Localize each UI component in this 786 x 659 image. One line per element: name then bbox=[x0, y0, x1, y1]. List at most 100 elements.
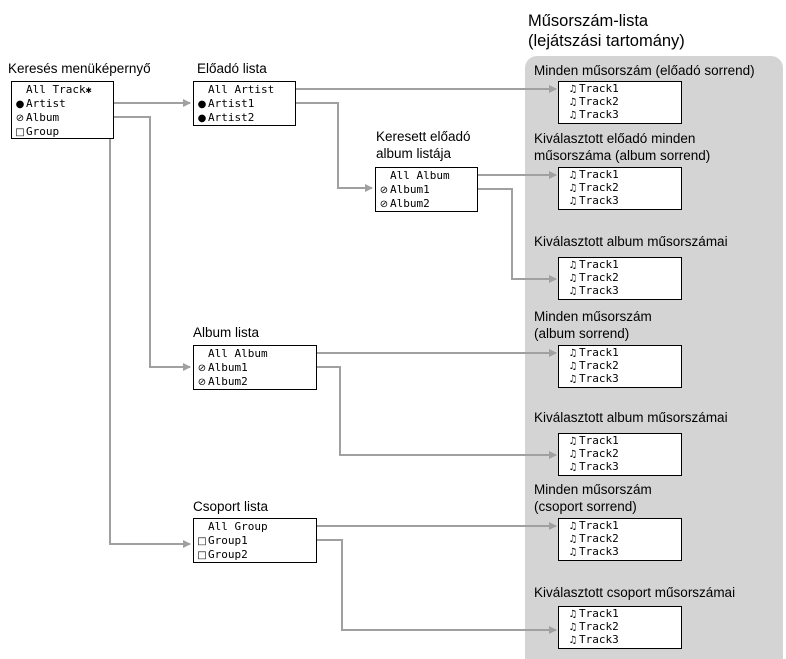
track-item[interactable]: ♫Track2 bbox=[568, 271, 619, 284]
list-item-album2[interactable]: ⊘Album2 bbox=[197, 375, 248, 388]
list-item-all-album[interactable]: All Album bbox=[390, 169, 450, 182]
list-item-album2[interactable]: ⊘Album2 bbox=[379, 197, 430, 210]
music-note-icon: ♫ bbox=[568, 273, 578, 284]
track-box: ♫Track1 ♫Track2 ♫Track3 bbox=[558, 606, 682, 649]
music-note-icon: ♫ bbox=[568, 547, 578, 558]
list-item-group2[interactable]: □Group2 bbox=[197, 548, 248, 561]
track-box: ♫Track1 ♫Track2 ♫Track3 bbox=[558, 81, 682, 124]
disc-icon: ⊘ bbox=[379, 185, 389, 196]
connector-artist1 bbox=[276, 102, 373, 192]
track-item[interactable]: ♫Track3 bbox=[568, 284, 619, 297]
menu-item-artist[interactable]: ●Artist bbox=[15, 97, 66, 110]
track-box: ♫Track1 ♫Track2 ♫Track3 bbox=[558, 345, 682, 388]
asterisk-mark: ✱ bbox=[85, 85, 92, 96]
list-item-artist1[interactable]: ●Artist1 bbox=[197, 97, 255, 110]
track-item[interactable]: ♫Track3 bbox=[568, 545, 619, 558]
track-item[interactable]: ♫Track1 bbox=[568, 346, 619, 359]
album-list-label: Album lista bbox=[193, 325, 260, 340]
track-box: ♫Track1 ♫Track2 ♫Track3 bbox=[558, 167, 682, 210]
menu-item-album[interactable]: ⊘Album bbox=[15, 111, 60, 124]
folder-icon: □ bbox=[15, 127, 25, 138]
music-note-icon: ♫ bbox=[568, 84, 578, 95]
list-item-group1[interactable]: □Group1 bbox=[197, 534, 248, 547]
artist-list: All Artist ●Artist1 ●Artist2 bbox=[193, 81, 296, 126]
list-item-album1[interactable]: ⊘Album1 bbox=[197, 361, 248, 374]
track-box-label: Minden műsorszám bbox=[534, 482, 652, 497]
music-note-icon: ♫ bbox=[568, 609, 578, 620]
music-note-icon: ♫ bbox=[568, 260, 578, 271]
track-item[interactable]: ♫Track3 bbox=[568, 194, 619, 207]
track-item[interactable]: ♫Track2 bbox=[568, 447, 619, 460]
music-note-icon: ♫ bbox=[568, 183, 578, 194]
track-item[interactable]: ♫Track2 bbox=[568, 95, 619, 108]
music-note-icon: ♫ bbox=[568, 534, 578, 545]
music-note-icon: ♫ bbox=[568, 361, 578, 372]
list-item-artist2[interactable]: ●Artist2 bbox=[197, 111, 255, 124]
music-note-icon: ♫ bbox=[568, 286, 578, 297]
track-item[interactable]: ♫Track1 bbox=[568, 607, 619, 620]
track-box-label: Minden műsorszám (előadó sorrend) bbox=[534, 63, 755, 78]
list-item-all-group[interactable]: All Group bbox=[208, 520, 268, 533]
music-note-icon: ♫ bbox=[568, 170, 578, 181]
menu-item-all-track[interactable]: All Track✱ bbox=[26, 83, 92, 96]
music-note-icon: ♫ bbox=[568, 196, 578, 207]
artist-album-list: All Album ⊘Album1 ⊘Album2 bbox=[375, 167, 478, 212]
folder-icon: □ bbox=[197, 536, 207, 547]
track-item[interactable]: ♫Track2 bbox=[568, 181, 619, 194]
track-box-label: Kiválasztott album műsorszámai bbox=[534, 410, 728, 425]
menu-item-group[interactable]: □Group bbox=[15, 125, 60, 138]
track-box: ♫Track1 ♫Track2 ♫Track3 bbox=[558, 257, 682, 300]
music-note-icon: ♫ bbox=[568, 521, 578, 532]
connector-artist-album1 bbox=[448, 188, 557, 283]
music-note-icon: ♫ bbox=[568, 622, 578, 633]
disc-icon: ⊘ bbox=[197, 363, 207, 374]
track-box: ♫Track1 ♫Track2 ♫Track3 bbox=[558, 433, 682, 476]
track-item[interactable]: ♫Track2 bbox=[568, 620, 619, 633]
artist-album-list-label: Keresett előadó bbox=[376, 129, 471, 144]
panel-subtitle: (lejátszási tartomány) bbox=[528, 32, 685, 50]
music-note-icon: ♫ bbox=[568, 348, 578, 359]
artist-album-list-label-2: album listája bbox=[376, 146, 452, 161]
folder-icon: □ bbox=[197, 550, 207, 561]
artist-list-label: Előadó lista bbox=[197, 61, 267, 76]
music-note-icon: ♫ bbox=[568, 374, 578, 385]
track-box-label-2: műsorszáma (album sorrend) bbox=[534, 148, 711, 163]
connector-album bbox=[92, 116, 191, 371]
track-item[interactable]: ♫Track3 bbox=[568, 108, 619, 121]
track-box-label: Kiválasztott csoport műsorszámai bbox=[534, 585, 736, 600]
track-item[interactable]: ♫Track3 bbox=[568, 633, 619, 646]
track-item[interactable]: ♫Track1 bbox=[568, 82, 619, 95]
track-item[interactable]: ♫Track2 bbox=[568, 359, 619, 372]
track-item[interactable]: ♫Track1 bbox=[568, 434, 619, 447]
person-icon: ● bbox=[197, 99, 207, 110]
music-note-icon: ♫ bbox=[568, 436, 578, 447]
list-item-all-album[interactable]: All Album bbox=[208, 347, 268, 360]
disc-icon: ⊘ bbox=[15, 113, 25, 124]
person-icon: ● bbox=[15, 99, 25, 110]
track-item[interactable]: ♫Track3 bbox=[568, 372, 619, 385]
track-item[interactable]: ♫Track1 bbox=[568, 258, 619, 271]
disc-icon: ⊘ bbox=[379, 199, 389, 210]
track-item[interactable]: ♫Track1 bbox=[568, 519, 619, 532]
group-list: All Group □Group1 □Group2 bbox=[193, 518, 317, 563]
track-item[interactable]: ♫Track3 bbox=[568, 460, 619, 473]
search-menu: All Track✱ ●Artist ⊘Album □Group bbox=[11, 81, 114, 139]
music-note-icon: ♫ bbox=[568, 97, 578, 108]
track-box-label-2: (album sorrend) bbox=[534, 326, 630, 341]
list-item-album1[interactable]: ⊘Album1 bbox=[379, 183, 430, 196]
album-list: All Album ⊘Album1 ⊘Album2 bbox=[193, 345, 317, 390]
panel-title: Műsorszám-lista bbox=[528, 12, 649, 30]
music-note-icon: ♫ bbox=[568, 462, 578, 473]
person-icon: ● bbox=[197, 113, 207, 124]
track-box-label: Kiválasztott album műsorszámai bbox=[534, 234, 728, 249]
track-item[interactable]: ♫Track1 bbox=[568, 168, 619, 181]
track-box-label-2: (csoport sorrend) bbox=[534, 499, 637, 514]
track-box: ♫Track1 ♫Track2 ♫Track3 bbox=[558, 518, 682, 561]
list-item-all-artist[interactable]: All Artist bbox=[208, 83, 275, 96]
search-menu-label: Keresés menüképernyő bbox=[8, 61, 151, 76]
connector-group bbox=[82, 130, 191, 548]
track-box-label: Kiválasztott előadó minden bbox=[534, 131, 696, 146]
group-list-label: Csoport lista bbox=[193, 499, 269, 514]
track-item[interactable]: ♫Track2 bbox=[568, 532, 619, 545]
